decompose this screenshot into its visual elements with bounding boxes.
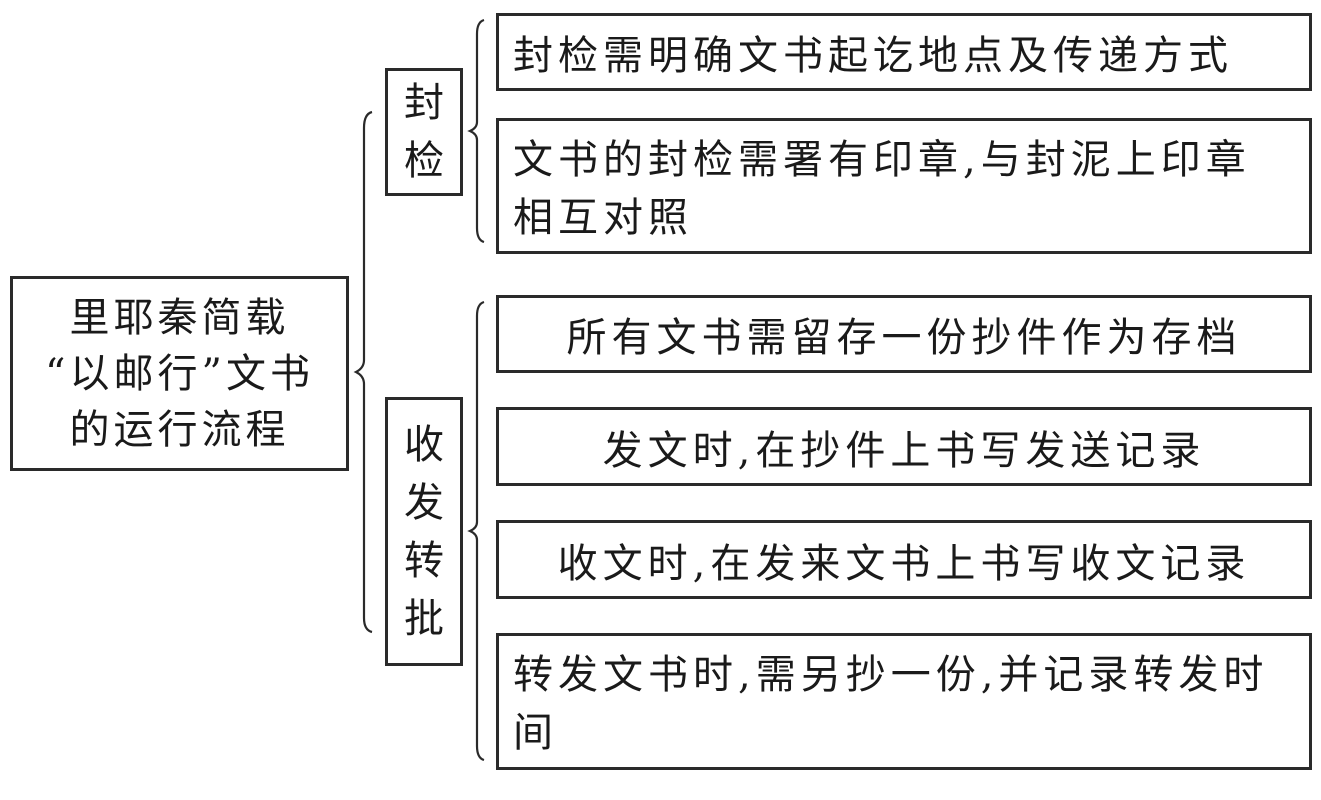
category-char: 发 bbox=[404, 479, 444, 526]
root-brace bbox=[353, 110, 373, 634]
leaf-node: 收文时,在发来文书上书写收文记录 bbox=[496, 520, 1312, 599]
category-char: 封 bbox=[404, 80, 444, 126]
category-seal-inspection: 封 检 bbox=[385, 68, 463, 196]
seal-brace bbox=[467, 18, 485, 244]
root-line: 的运行流程 bbox=[69, 406, 290, 453]
leaf-text: 收文时,在发来文书上书写收文记录 bbox=[557, 540, 1251, 587]
root-node: 里耶秦简载 “以邮行”文书 的运行流程 bbox=[10, 276, 349, 471]
category-char: 转 bbox=[404, 537, 444, 584]
category-char: 检 bbox=[404, 138, 444, 184]
leaf-node: 转发文书时,需另抄一份,并记录转发时间 bbox=[496, 633, 1312, 770]
category-char: 批 bbox=[404, 595, 444, 642]
leaf-node: 所有文书需留存一份抄件作为存档 bbox=[496, 295, 1312, 373]
leaf-text: 转发文书时,需另抄一份,并记录转发时间 bbox=[513, 652, 1269, 756]
leaf-text: 文书的封检需署有印章,与封泥上印章相互对照 bbox=[513, 137, 1251, 241]
leaf-node: 封检需明确文书起讫地点及传递方式 bbox=[496, 13, 1312, 91]
root-line: “以邮行”文书 bbox=[45, 350, 314, 397]
leaf-node: 发文时,在抄件上书写发送记录 bbox=[496, 407, 1312, 486]
root-line: 里耶秦简载 bbox=[69, 294, 290, 341]
leaf-text: 所有文书需留存一份抄件作为存档 bbox=[566, 315, 1242, 361]
transfer-brace bbox=[467, 300, 485, 762]
category-receive-send-transfer: 收 发 转 批 bbox=[385, 397, 463, 666]
leaf-node: 文书的封检需署有印章,与封泥上印章相互对照 bbox=[496, 118, 1312, 254]
leaf-text: 封检需明确文书起讫地点及传递方式 bbox=[513, 33, 1233, 79]
category-char: 收 bbox=[404, 421, 444, 468]
leaf-text: 发文时,在抄件上书写发送记录 bbox=[602, 427, 1206, 474]
